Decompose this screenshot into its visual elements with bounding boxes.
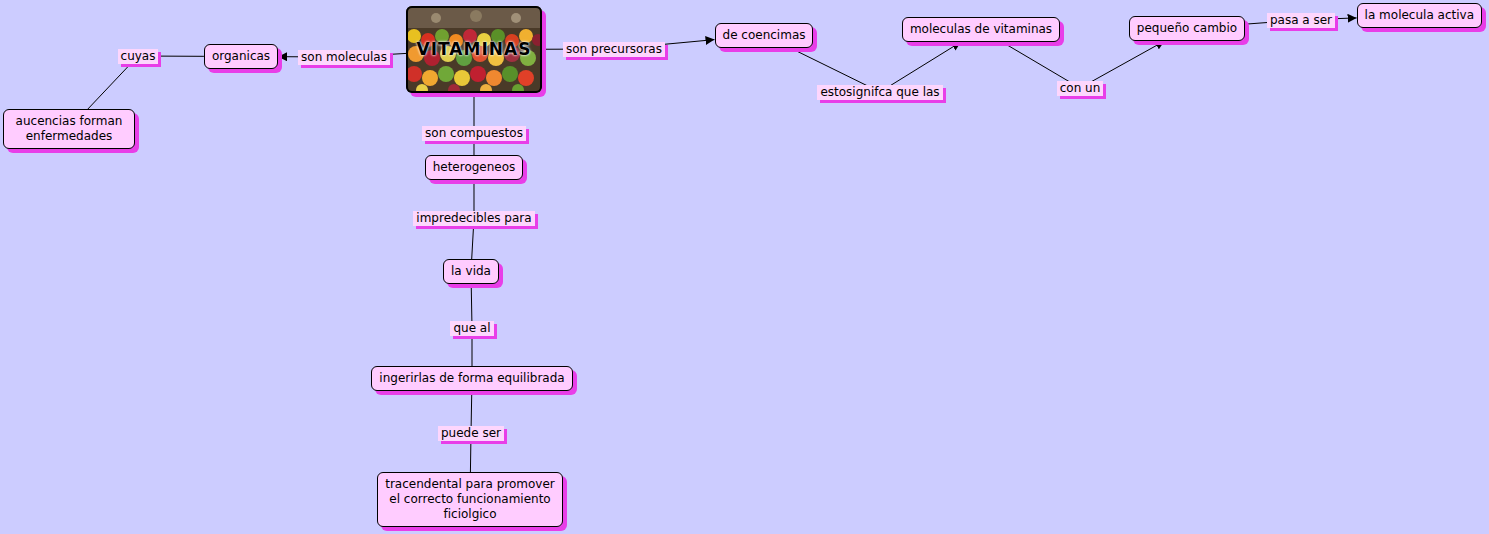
connector [473, 93, 474, 155]
concept-box: moleculas de vitaminas [902, 17, 1060, 42]
concept-box: aucencias forman enfermedades [3, 109, 135, 149]
concept-box: la molecula activa [1357, 3, 1482, 28]
picture-concept-box: VITAMINAS [406, 6, 542, 93]
concept-box: organicas [204, 44, 278, 69]
linking-phrase: son precursoras [563, 42, 665, 57]
concept-text: de coencimas [723, 28, 806, 43]
linking-phrase: son moleculas [298, 50, 390, 65]
concept-text: la molecula activa [1365, 8, 1474, 23]
concept-box: ingerirlas de forma equilibrada [371, 366, 572, 391]
concept-box: de coencimas [715, 23, 814, 48]
connector [88, 56, 204, 109]
concept-text: VITAMINAS [417, 39, 532, 60]
concept-text: heterogeneos [433, 160, 516, 175]
concept-box: tracendental para promover el correcto f… [377, 472, 563, 527]
concept-text: tracendental para promover el correcto f… [385, 477, 555, 522]
linking-phrase: impredecibles para [413, 211, 534, 226]
concept-box: la vida [443, 259, 499, 284]
concept-box: heterogeneos [425, 155, 524, 180]
concept-box: pequeño cambio [1129, 16, 1245, 41]
linking-phrase: cuyas [118, 49, 159, 64]
concept-text: pequeño cambio [1137, 21, 1237, 36]
linking-phrase: son compuestos [422, 126, 526, 141]
concept-text: ingerirlas de forma equilibrada [379, 371, 564, 386]
linking-phrase: puede ser [438, 426, 504, 441]
concept-text: organicas [212, 49, 270, 64]
concept-text: la vida [451, 264, 491, 279]
linking-phrase: que al [450, 321, 493, 336]
concept-text: aucencias forman enfermedades [11, 114, 127, 144]
linking-phrase: pasa a ser [1267, 13, 1335, 28]
linking-phrase: con un [1057, 81, 1104, 96]
concept-text: moleculas de vitaminas [910, 22, 1052, 37]
linking-phrase: estosignifca que las [817, 85, 942, 100]
